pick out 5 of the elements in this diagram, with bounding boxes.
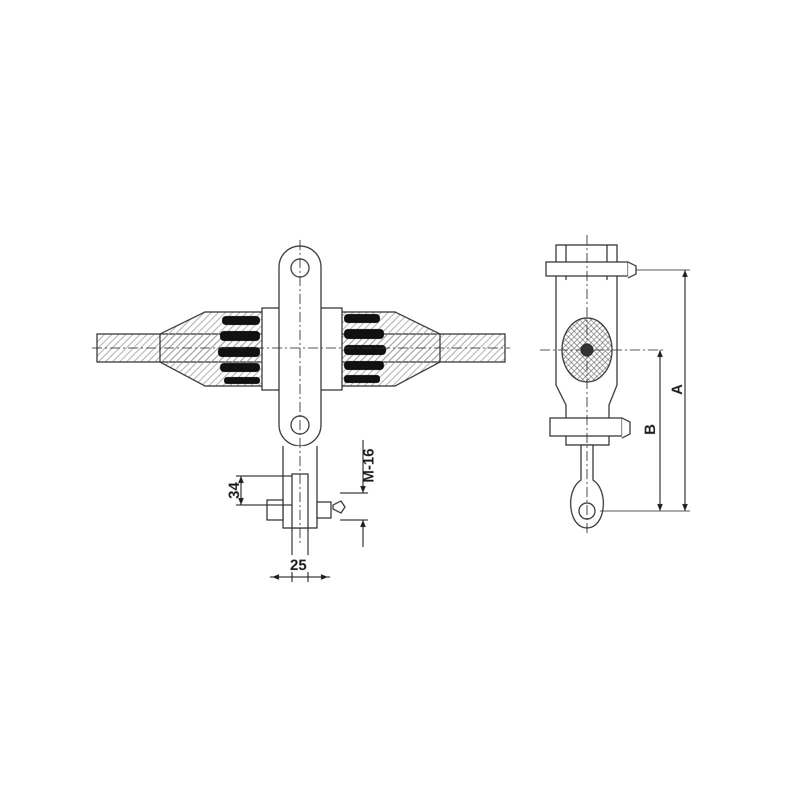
dimension-label: 34 (226, 482, 242, 499)
dimension-label: 25 (290, 558, 307, 573)
dimension-label: B (642, 424, 658, 435)
dimension-label: A (670, 384, 685, 395)
dimension-label: M-16 (362, 448, 377, 483)
